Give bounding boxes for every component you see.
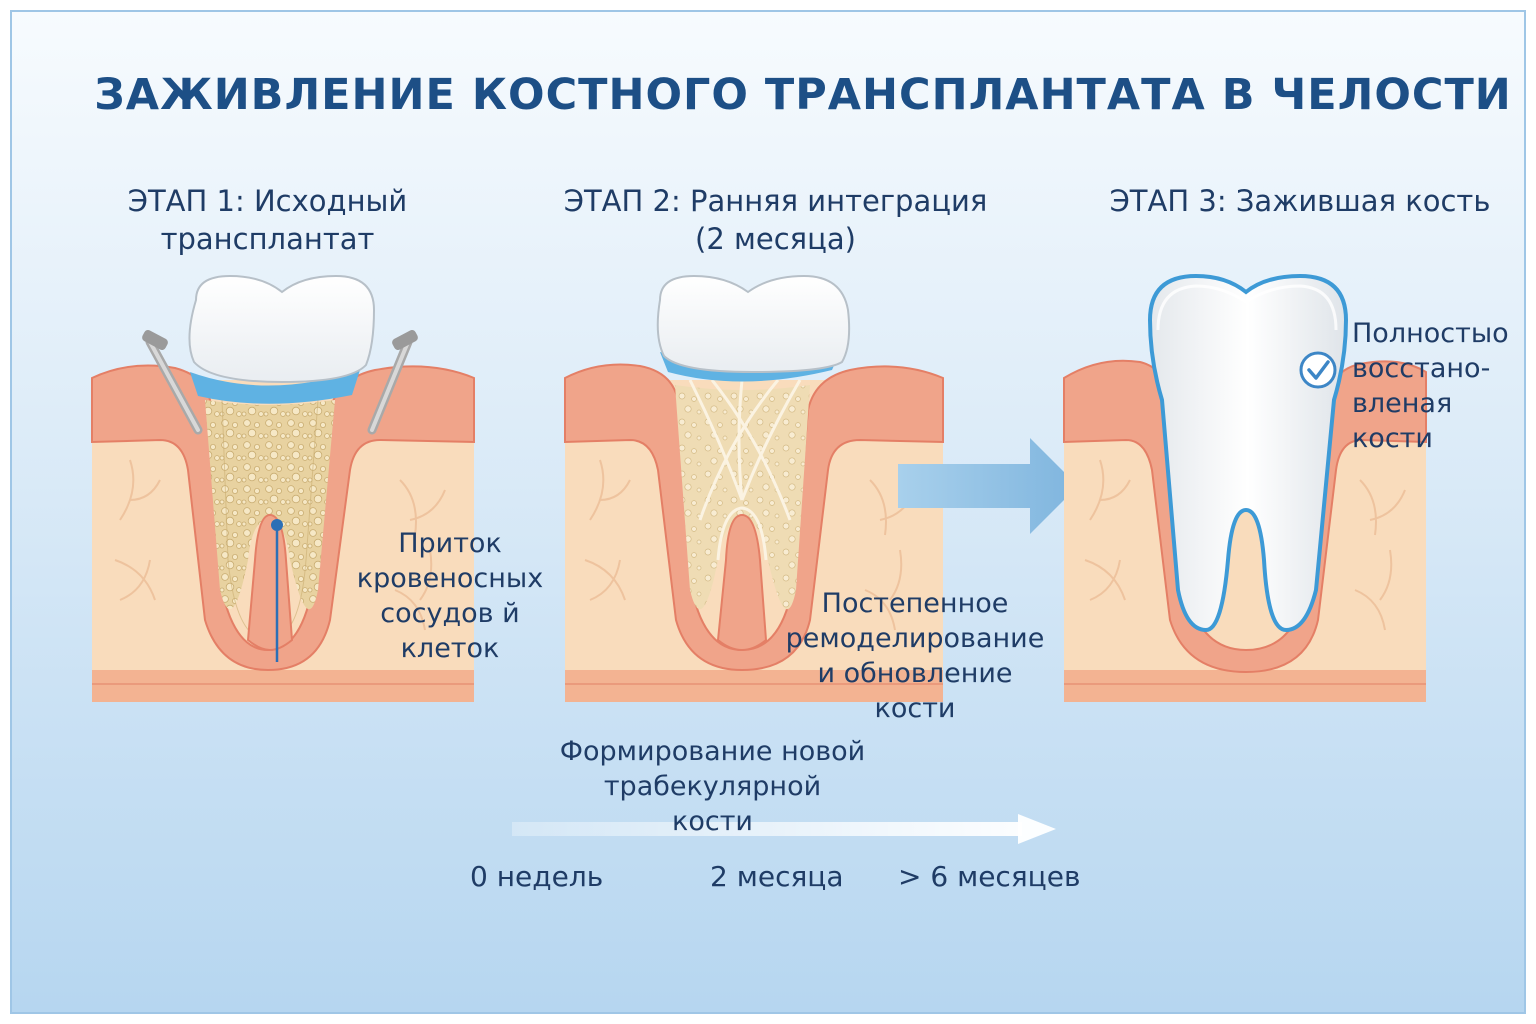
check-circle-icon [1301,353,1335,387]
stage-2-annotation: Постепенное ремоделирование и обновление… [770,586,1060,726]
timeline-tick-start: 0 недель [470,860,603,893]
cortical-band [92,670,474,702]
tooth-crown [189,276,374,382]
stage-1-annotation: Приток кровеносных сосудов й клеток [350,526,550,666]
tooth-crown [658,276,849,372]
timeline-tick-mid: 2 месяца [710,860,844,893]
timeline-caption: Формирование новой трабекулярной кости [540,734,885,839]
timeline-tick-end: > 6 месяцев [898,860,1080,893]
stage-3-annotation: Полностыо восстано- вленая кости [1352,316,1522,456]
